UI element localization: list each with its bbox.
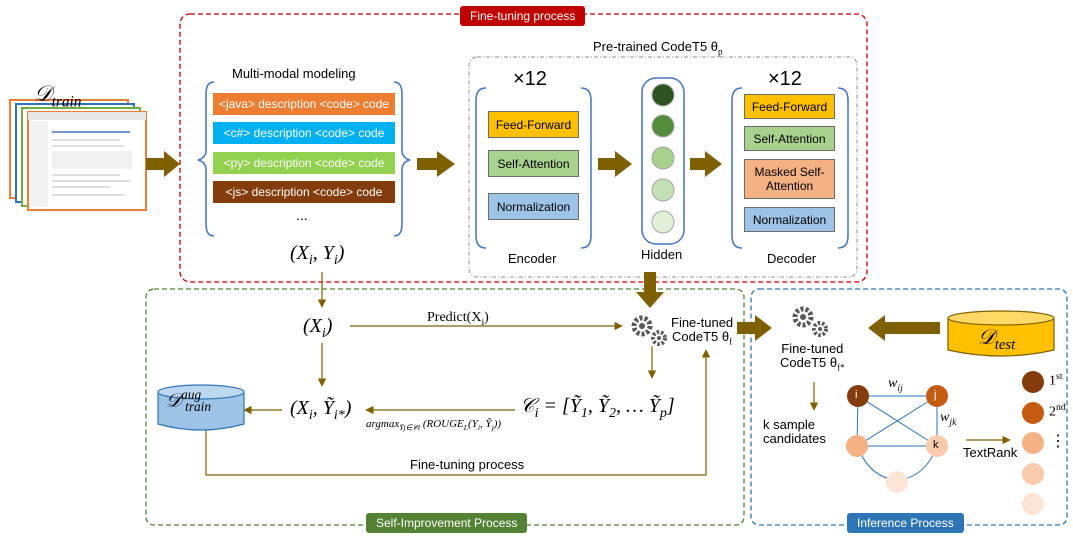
multimodal-csharp: <c#> description <code> code <box>213 122 395 144</box>
decoder-outline <box>731 87 849 249</box>
rank-node <box>1022 493 1044 515</box>
thin-arrows <box>205 272 1011 476</box>
train-data-label: 𝒟train <box>34 81 82 111</box>
decoder-masked-self-attention: Masked Self-Attention <box>744 159 835 199</box>
train-documents-icon <box>9 99 147 211</box>
node-k <box>926 435 948 457</box>
multimodal-title: Multi-modal modeling <box>232 66 356 81</box>
graph-nodes <box>846 385 948 493</box>
rank-dots: ⋮ <box>1050 433 1066 450</box>
inference-label: Inference Process <box>847 513 964 533</box>
node-i-label: i <box>855 389 858 401</box>
inference-model-label: Fine-tuned CodeT5 θf* <box>780 341 845 373</box>
hidden-node <box>651 210 675 234</box>
k-sample-label: k sample candidates <box>763 417 826 447</box>
finetuned-model-label: Fine-tuned CodeT5 θf <box>671 315 734 347</box>
hidden-node <box>651 178 675 202</box>
test-database-icon <box>947 310 1055 357</box>
ranked-outputs <box>1022 371 1044 515</box>
graph-node <box>886 471 908 493</box>
node-k-label: k <box>933 439 939 451</box>
rank-2-label: 2nd <box>1049 402 1066 420</box>
textrank-label: TextRank <box>963 445 1018 460</box>
thick-arrows <box>146 151 940 341</box>
self-improvement-label: Self-Improvement Process <box>366 513 528 533</box>
multimodal-java: <java> description <code> code <box>213 93 395 115</box>
argmax-label: argmaxỸj∈𝒞i (ROUGEL(Yi, Ỹj)) <box>366 418 502 433</box>
w-jk-label: wjk <box>940 410 957 428</box>
gear-icon <box>631 315 667 346</box>
w-ij-label: wij <box>888 376 903 394</box>
decoder-label: Decoder <box>767 251 817 266</box>
graph-node <box>846 435 868 457</box>
multimodal-py: <py> description <code> code <box>213 152 395 174</box>
rank-node <box>1022 432 1044 454</box>
decoder-feed-forward: Feed-Forward <box>744 94 835 119</box>
encoder-repeat: ×12 <box>513 68 547 90</box>
encoder-outline <box>475 87 592 249</box>
best-pair-label: (Xi, Ỹi*) <box>290 397 352 423</box>
hidden-node <box>651 114 675 138</box>
encoder-label: Encoder <box>508 251 557 266</box>
rank-node <box>1022 371 1044 393</box>
hidden-node <box>651 146 675 170</box>
decoder-repeat: ×12 <box>768 68 802 90</box>
node-i <box>847 385 869 407</box>
test-data-label: 𝒟test <box>978 325 1016 354</box>
codet5-title: Pre-trained CodeT5 θp <box>593 39 723 57</box>
encoder-normalization: Normalization <box>488 193 579 220</box>
rank-1-label: 1st <box>1049 371 1063 389</box>
finetuning-loop-label: Fine-tuning process <box>410 457 525 472</box>
self-improvement-region <box>145 288 745 526</box>
aug-train-label: 𝒟augtrain <box>166 387 211 415</box>
left-brace <box>197 81 215 237</box>
encoder-self-attention: Self-Attention <box>488 150 579 177</box>
node-j-label: j <box>934 389 937 401</box>
rank-node <box>1022 463 1044 485</box>
right-brace <box>393 81 411 237</box>
decoder-normalization: Normalization <box>744 207 835 232</box>
encoder-feed-forward: Feed-Forward <box>488 111 579 138</box>
hidden-node <box>651 83 675 107</box>
pair-label: (Xi, Yi) <box>290 242 345 268</box>
aug-train-database-icon <box>157 384 245 431</box>
multimodal-js: <js> description <code> code <box>213 181 395 203</box>
hidden-outline <box>641 77 685 245</box>
fine-tuning-label: Fine-tuning process <box>460 6 586 26</box>
xi-label: (Xi) <box>303 315 333 341</box>
hidden-states <box>651 83 675 234</box>
fine-tuning-region <box>179 13 868 283</box>
rank-node <box>1022 402 1044 424</box>
codet5-region <box>468 56 858 278</box>
predict-label: Predict(Xi) <box>427 310 489 328</box>
decoder-self-attention: Self-Attention <box>744 126 835 151</box>
candidates-label: 𝒞i = [Ỹ1, Ỹ2, … Ỹp] <box>520 395 675 421</box>
node-j <box>926 385 948 407</box>
multimodal-ellipsis: ... <box>296 207 308 223</box>
hidden-label: Hidden <box>641 247 683 262</box>
gear-icon <box>792 306 828 337</box>
